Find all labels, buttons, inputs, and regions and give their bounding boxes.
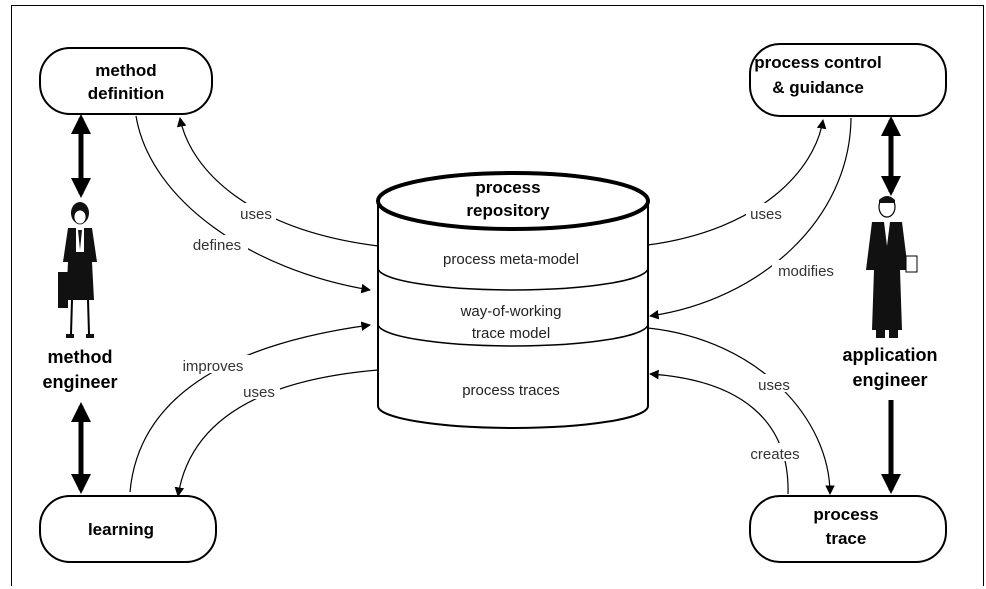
process-control-line2: & guidance: [772, 78, 864, 97]
edge-label-uses-pt: uses: [758, 377, 790, 394]
uses-learning-arrow: [174, 369, 379, 497]
uses-pc-arrow: [647, 119, 827, 246]
edge-label-improves: improves: [183, 358, 244, 375]
process-trace-box: process trace: [749, 495, 947, 563]
learning-label: learning: [88, 520, 154, 539]
learning-box: learning: [39, 495, 217, 563]
repository-title-line2: repository: [466, 201, 550, 220]
edge-label-uses-pc: uses: [750, 206, 782, 223]
application-engineer-line2: engineer: [852, 370, 927, 390]
modifies-arrow: [649, 117, 852, 320]
defines-arrow: [135, 115, 371, 294]
process-control-box: process control & guidance: [749, 43, 947, 117]
process-control-line1: process control: [754, 53, 882, 72]
method-engineer-line1: method: [48, 347, 113, 367]
edge-label-uses-md: uses: [240, 206, 272, 223]
method-definition-box: method definition: [39, 47, 213, 115]
layer-way-of-working-line1: way-of-working: [460, 303, 562, 320]
method-engineer-figure-icon: [58, 202, 97, 338]
edge-label-modifies: modifies: [778, 263, 834, 280]
application-engineer-line1: application: [842, 345, 937, 365]
process-repository-cylinder: process repository process meta-model wa…: [376, 171, 650, 429]
method-engineer-line2: engineer: [42, 372, 117, 392]
uses-pt-arrow: [647, 327, 835, 495]
application-engineer-figure-icon: [866, 196, 918, 338]
uses-md-arrow: [176, 117, 379, 247]
layer-way-of-working-line2: trace model: [472, 325, 550, 342]
edge-label-uses-learning: uses: [243, 384, 275, 401]
method-definition-line2: definition: [88, 84, 164, 103]
edge-label-defines: defines: [193, 237, 241, 254]
process-trace-line1: process: [813, 505, 878, 524]
method-definition-line1: method: [95, 61, 156, 80]
layer-process-meta-model: process meta-model: [443, 251, 579, 268]
edge-label-creates: creates: [750, 446, 799, 463]
repository-title-line1: process: [475, 178, 540, 197]
layer-process-traces: process traces: [462, 382, 560, 399]
improves-arrow: [129, 321, 371, 493]
process-trace-line2: trace: [826, 529, 867, 548]
diagram-frame: [11, 5, 984, 586]
creates-arrow: [649, 369, 789, 495]
